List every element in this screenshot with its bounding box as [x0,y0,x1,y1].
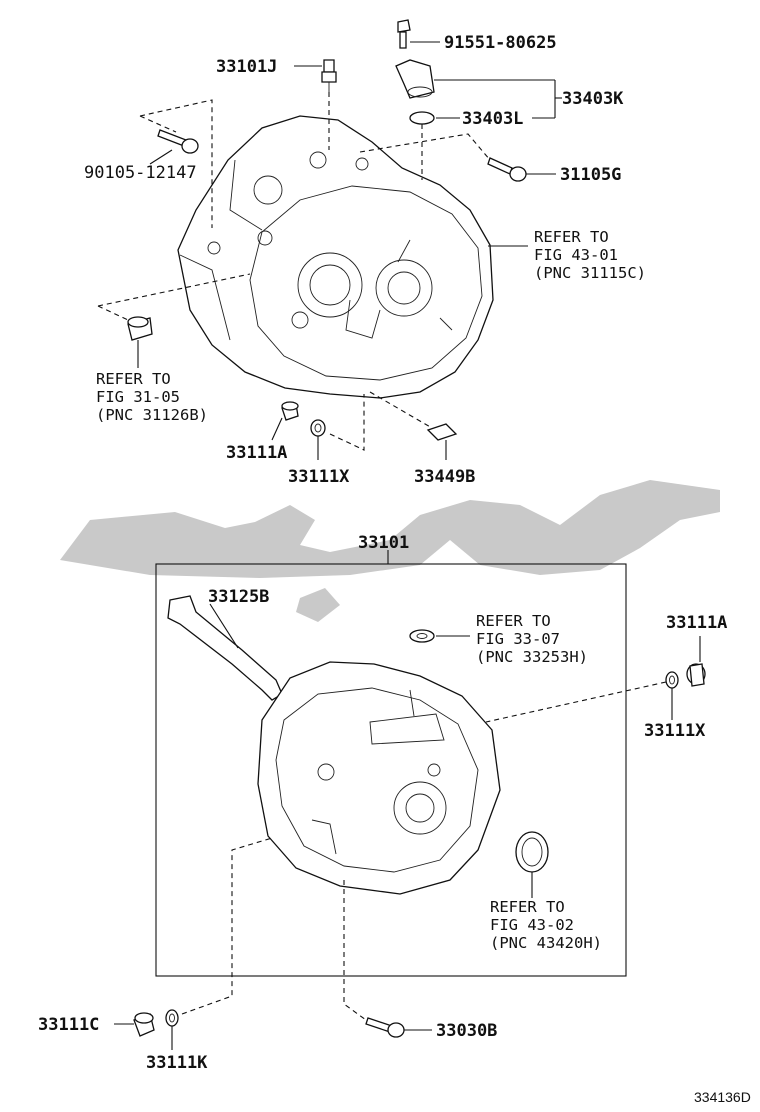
label-33111A-top: 33111A [226,443,287,463]
gasket-33449B [426,423,458,441]
label-33030B: 33030B [436,1021,497,1041]
svg-text:(PNC 43420H): (PNC 43420H) [490,934,602,952]
bolt-31105G [487,157,527,182]
oil-seal-refer-43-02 [515,831,549,873]
seal-refer-33-07 [409,629,435,643]
svg-text:REFER TO: REFER TO [490,898,565,916]
refer-note-33-07: REFER TO FIG 33-07 (PNC 33253H) [476,612,588,666]
gasket-33111K [165,1009,179,1027]
plug-33111A-top [281,401,299,421]
label-31105G: 31105G [560,165,621,185]
refer-note-43-01: REFER TO FIG 43-01 (PNC 31115C) [534,228,646,282]
svg-text:REFER TO: REFER TO [534,228,609,246]
svg-text:(PNC 31126B): (PNC 31126B) [96,406,208,424]
o-ring-33403L [409,111,435,125]
svg-text:REFER TO: REFER TO [96,370,171,388]
label-33111C: 33111C [38,1015,99,1035]
gasket-33111X-top [310,419,326,437]
diagram-code: 334136D [694,1089,751,1105]
label-33403K: 33403K [562,89,624,109]
gasket-33111X-right [665,671,679,689]
label-33101: 33101 [358,533,409,553]
watermark-logo [60,480,720,622]
refer-note-43-02: REFER TO FIG 43-02 (PNC 43420H) [490,898,602,952]
svg-text:(PNC 33253H): (PNC 33253H) [476,648,588,666]
svg-text:FIG 31-05: FIG 31-05 [96,388,180,406]
breather-33101J [321,59,337,92]
svg-text:REFER TO: REFER TO [476,612,551,630]
svg-text:FIG 33-07: FIG 33-07 [476,630,560,648]
assembly-box-33101 [155,563,627,977]
svg-text:FIG 43-02: FIG 43-02 [490,916,574,934]
svg-text:(PNC 31115C): (PNC 31115C) [534,264,646,282]
plug-33111C [133,1012,155,1037]
bolt-33030B [365,1017,405,1038]
label-33111K: 33111K [146,1053,208,1073]
plug-33111A-right [686,663,706,687]
label-33449B: 33449B [414,467,475,487]
plug-refer-31-05 [127,316,153,341]
refer-note-31-05: REFER TO FIG 31-05 (PNC 31126B) [96,370,208,424]
label-91551-80625: 91551-80625 [444,33,557,53]
label-33111X-top: 33111X [288,467,350,487]
label-33403L: 33403L [462,109,523,129]
bolt-91551-80625 [397,19,411,49]
bolt-90105-12147 [157,129,199,154]
label-33111X-right: 33111X [644,721,706,741]
label-33101J: 33101J [216,57,277,77]
transaxle-housing-top [177,115,494,399]
transaxle-housing-bottom [257,661,501,895]
svg-text:FIG 43-01: FIG 43-01 [534,246,618,264]
speedometer-sleeve-33403K [395,59,435,99]
bracket-33125B [167,595,283,701]
label-33125B: 33125B [208,587,269,607]
label-90105-12147: 90105-12147 [84,163,197,183]
label-33111A-right: 33111A [666,613,727,633]
